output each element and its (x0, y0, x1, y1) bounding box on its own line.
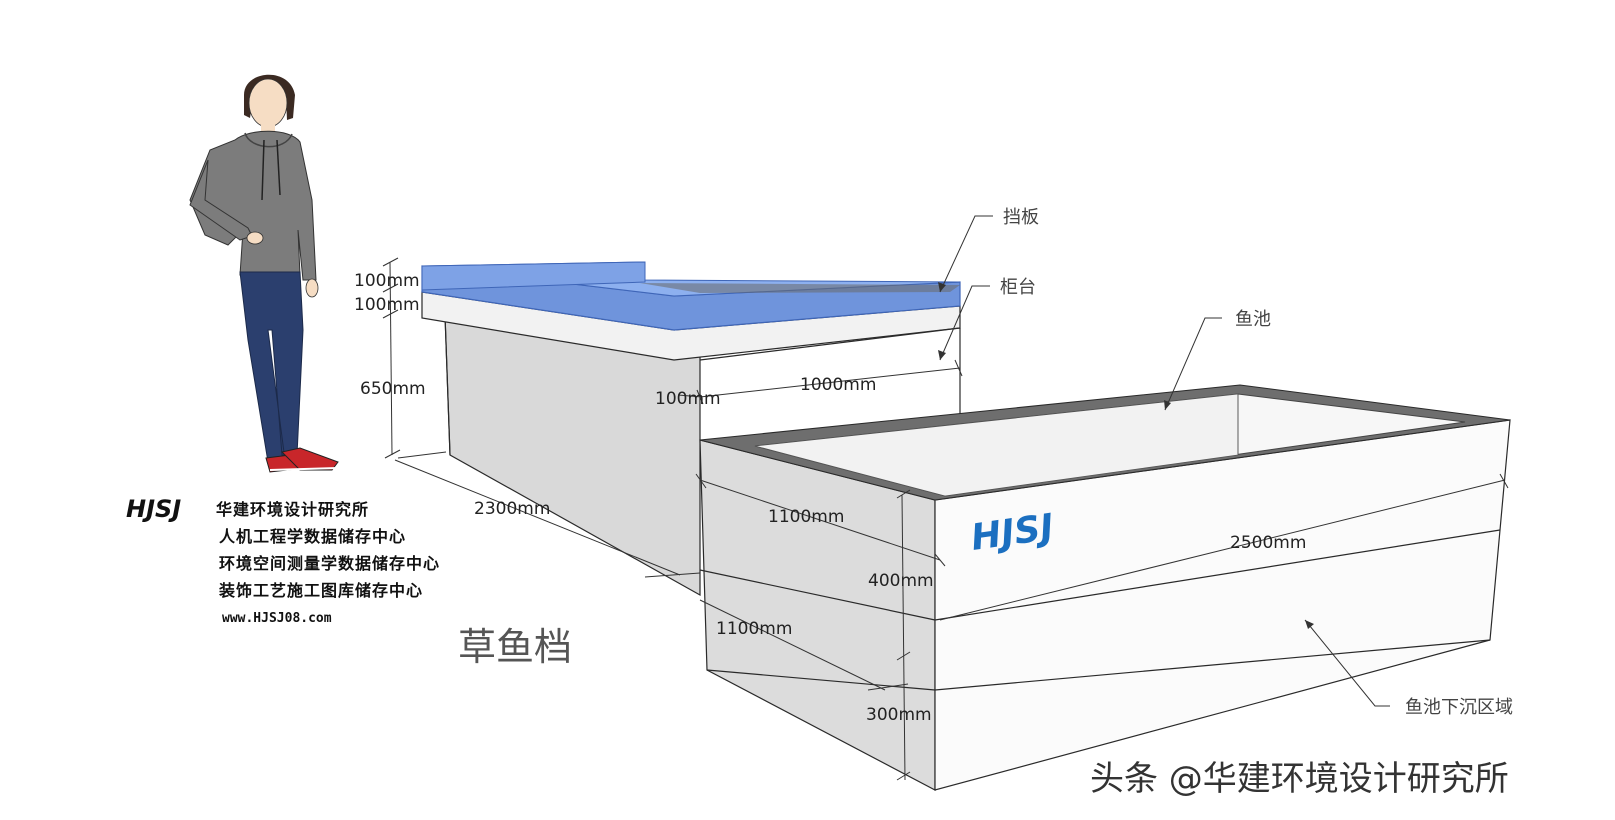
brand-line-3: 装饰工艺施工图库储存中心 (218, 581, 423, 600)
brand-name: 华建环境设计研究所 (216, 500, 369, 519)
callout-sunken-area: 鱼池下沉区域 (1405, 697, 1513, 718)
fish-pond-block (699, 384, 1511, 791)
brand-block: HJSJ 华建环境设计研究所 人机工程学数据储存中心 环境空间测量学数据储存中心… (126, 495, 440, 626)
dim-counter-offset: 100mm (655, 389, 721, 409)
baffle-plate (421, 261, 646, 291)
diagram-caption: 草鱼档 (458, 625, 572, 669)
dim-pond-length: 2500mm (1230, 533, 1306, 553)
dimension-labels: 100mm 100mm 650mm 100mm 1000mm 2300mm 11… (354, 271, 1306, 725)
dim-counter-length: 2300mm (474, 499, 550, 519)
dim-counter-top: 100mm (354, 295, 420, 315)
dimension-lines (382, 257, 1509, 781)
dim-pond-lower: 300mm (866, 705, 932, 725)
callout-counter: 柜台 (1000, 277, 1036, 298)
person-figure (189, 74, 339, 473)
brand-line-2: 环境空间测量学数据储存中心 (219, 554, 440, 573)
dim-counter-width: 1000mm (800, 375, 876, 395)
dim-pond-base: 1100mm (716, 619, 792, 639)
callout-fish-pond: 鱼池 (1235, 309, 1271, 330)
watermark: 头条 @华建环境设计研究所 (1090, 759, 1509, 799)
brand-url: www.HJSJ08.com (222, 611, 332, 626)
brand-logo: HJSJ (126, 495, 181, 523)
callout-baffle: 挡板 (1003, 207, 1039, 228)
callouts: 挡板 柜台 鱼池 鱼池下沉区域 (938, 207, 1513, 718)
counter-block (421, 261, 961, 597)
brand-line-1: 人机工程学数据储存中心 (219, 527, 406, 546)
dim-pond-upper: 400mm (868, 571, 934, 591)
dim-pond-depth: 1100mm (768, 507, 844, 527)
dim-baffle-height: 100mm (354, 271, 420, 291)
dim-counter-body: 650mm (360, 379, 426, 399)
